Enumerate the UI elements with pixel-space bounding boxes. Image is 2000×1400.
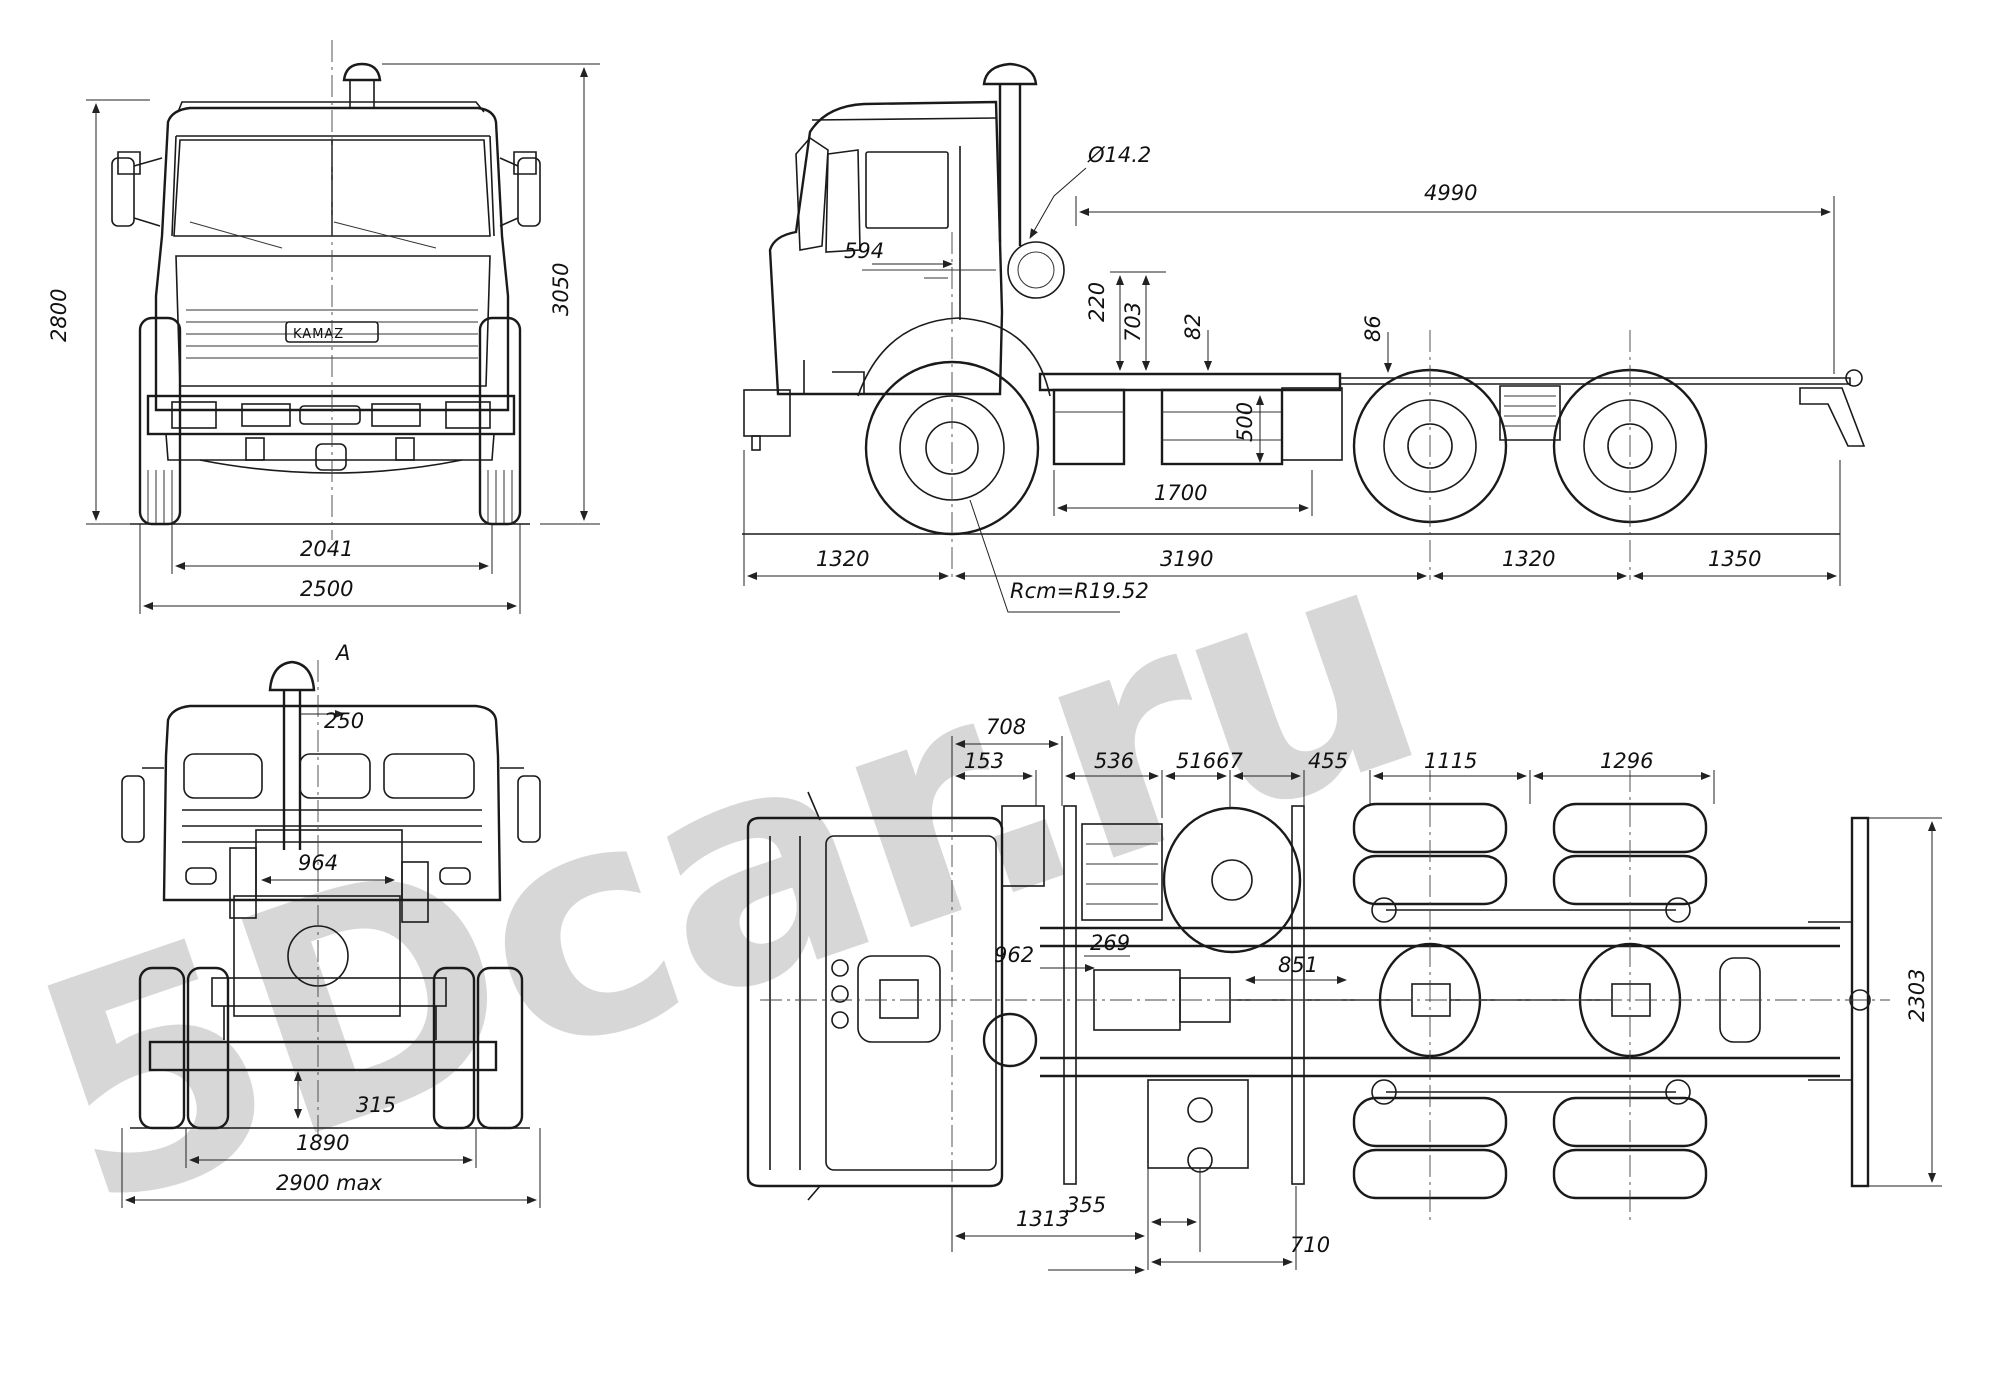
front-view: KAMAZ 2800 3050 2041 xyxy=(47,40,600,614)
svg-text:355: 355 xyxy=(1066,1193,1106,1217)
svg-text:708: 708 xyxy=(986,715,1026,739)
plan-view: 708 153 536 51667 455 1115 1296 962 269 … xyxy=(746,715,1942,1274)
svg-text:220: 220 xyxy=(1085,282,1109,322)
svg-text:2900 max: 2900 max xyxy=(276,1171,382,1195)
svg-text:KAMAZ: KAMAZ xyxy=(293,327,344,342)
svg-text:455: 455 xyxy=(1308,749,1348,773)
svg-text:4990: 4990 xyxy=(1424,181,1477,205)
rear-view: A 250 964 xyxy=(121,641,541,1208)
svg-text:315: 315 xyxy=(356,1093,396,1117)
svg-text:964: 964 xyxy=(298,851,338,875)
svg-text:2800: 2800 xyxy=(47,289,71,342)
svg-text:500: 500 xyxy=(1233,402,1257,442)
svg-text:86: 86 xyxy=(1361,315,1385,342)
svg-text:1313: 1313 xyxy=(1016,1207,1069,1231)
svg-text:2303: 2303 xyxy=(1905,969,1929,1022)
svg-text:250: 250 xyxy=(324,709,364,733)
svg-text:Rcm=R19.52: Rcm=R19.52 xyxy=(1010,579,1149,603)
svg-text:962: 962 xyxy=(994,943,1034,967)
svg-text:2500: 2500 xyxy=(300,577,353,601)
side-view: Ø14.2 4990 594 220 703 82 86 500 1700 13… xyxy=(742,62,1866,613)
svg-text:710: 710 xyxy=(1290,1233,1330,1257)
svg-text:153: 153 xyxy=(964,749,1004,773)
svg-text:1296: 1296 xyxy=(1600,749,1653,773)
svg-text:536: 536 xyxy=(1094,749,1134,773)
svg-text:3050: 3050 xyxy=(549,263,573,316)
svg-text:3190: 3190 xyxy=(1160,547,1213,571)
svg-text:2041: 2041 xyxy=(300,537,353,561)
svg-text:1320: 1320 xyxy=(816,547,869,571)
svg-text:703: 703 xyxy=(1121,302,1145,342)
svg-text:1115: 1115 xyxy=(1424,749,1477,773)
svg-text:269: 269 xyxy=(1090,931,1130,955)
svg-text:Ø14.2: Ø14.2 xyxy=(1087,143,1151,167)
svg-text:1890: 1890 xyxy=(296,1131,349,1155)
svg-text:82: 82 xyxy=(1181,313,1205,340)
svg-text:594: 594 xyxy=(844,239,884,263)
svg-text:851: 851 xyxy=(1278,953,1318,977)
svg-text:1700: 1700 xyxy=(1154,481,1207,505)
svg-text:1320: 1320 xyxy=(1502,547,1555,571)
svg-text:51667: 51667 xyxy=(1176,749,1243,773)
svg-text:A: A xyxy=(334,641,350,665)
svg-text:1350: 1350 xyxy=(1708,547,1761,571)
